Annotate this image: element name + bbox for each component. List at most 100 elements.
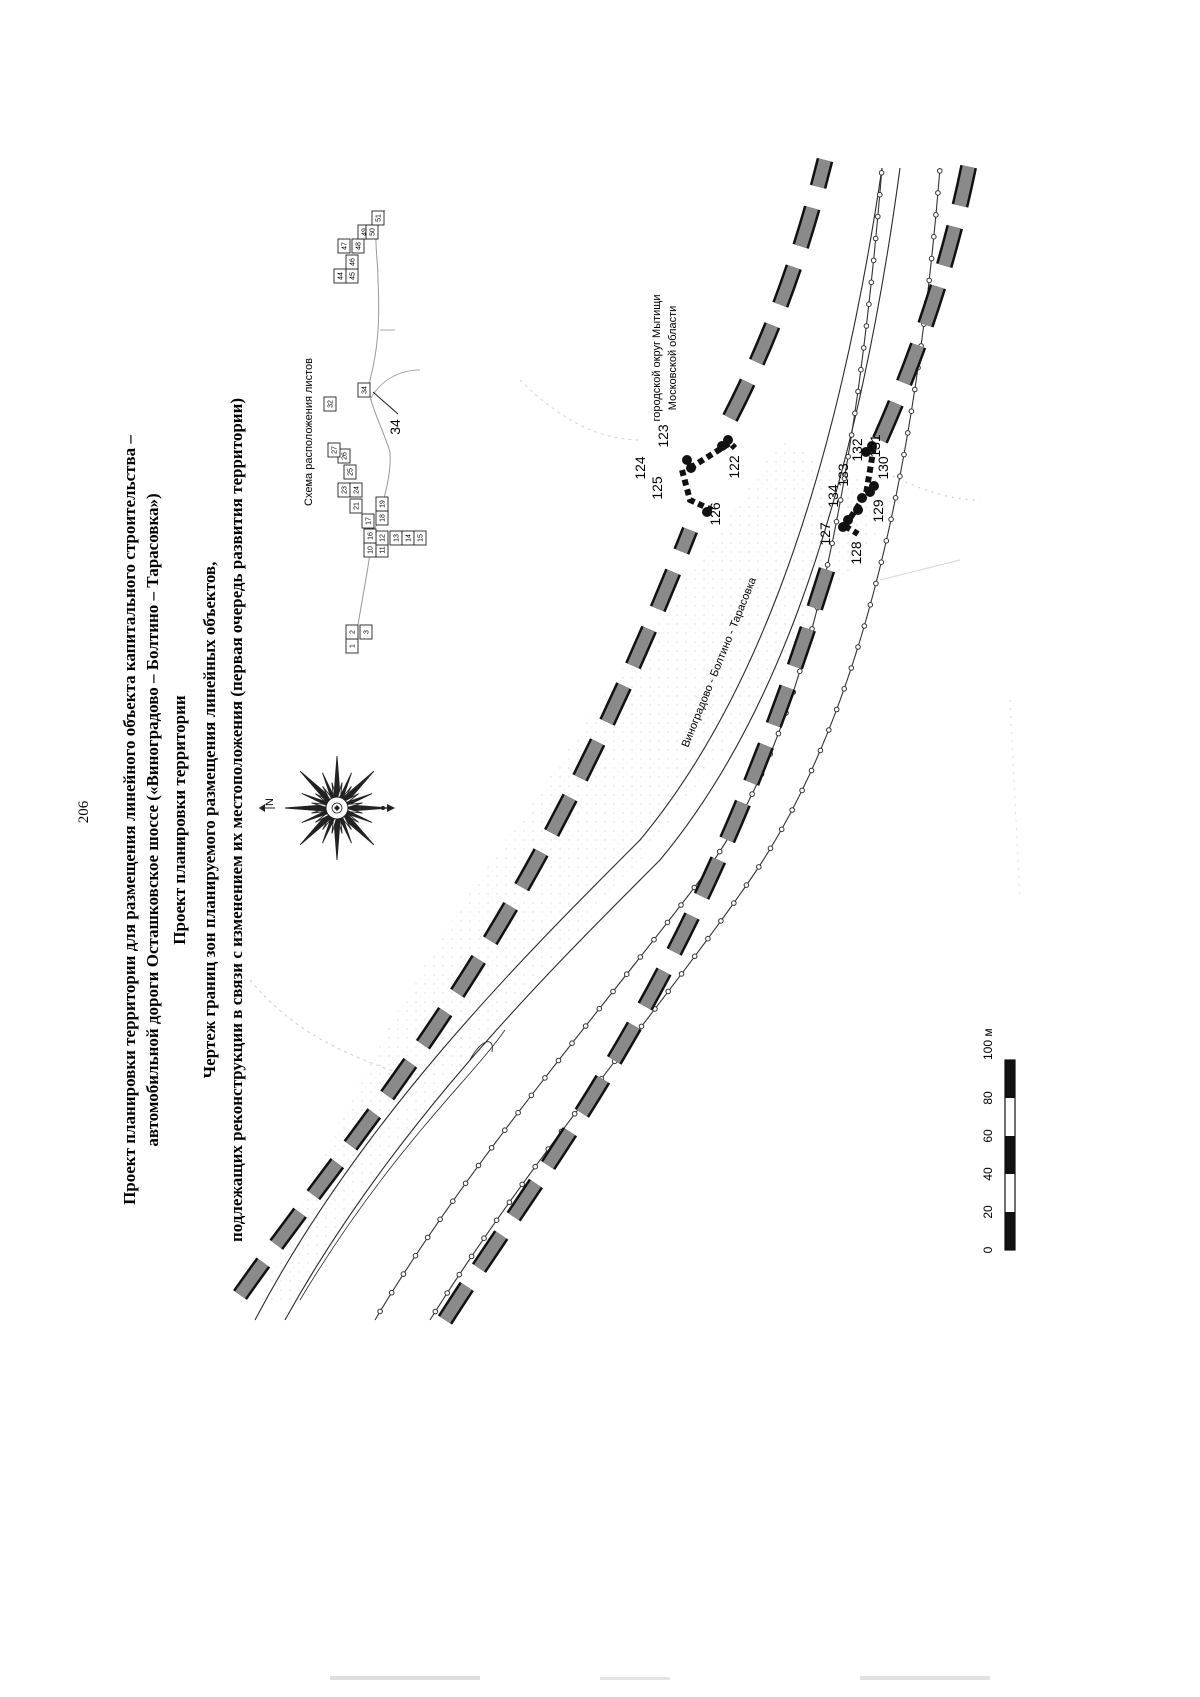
inset-sheet-16: 16 (363, 528, 377, 544)
line-marker-dot (935, 190, 941, 196)
line-marker-dot (905, 430, 911, 436)
point-label-123: 123 (655, 424, 671, 448)
line-marker-dot (845, 453, 851, 460)
district-label-line-2: Московской области (667, 306, 679, 411)
inset-sheet-23: 23 (337, 482, 351, 498)
zone-boundary-east (437, 158, 979, 1325)
inset-sheet-label: 1 (350, 644, 357, 648)
line-marker-dot (867, 602, 874, 608)
point-label-132: 132 (849, 438, 865, 462)
line-marker-dot (848, 432, 855, 438)
line-marker-dot (571, 1111, 578, 1117)
scale-tick-label: 80 (981, 1091, 995, 1105)
scale-tick-label: 20 (981, 1205, 995, 1219)
point-label-129: 129 (870, 499, 886, 523)
inset-sheet-24: 24 (349, 482, 363, 498)
north-label: N (264, 798, 276, 806)
line-marker-dot (872, 235, 879, 242)
point-marker (702, 507, 712, 517)
line-marker-dot (678, 971, 685, 977)
point-marker (723, 435, 733, 445)
line-marker-dot (610, 988, 616, 995)
point-markers (682, 435, 879, 532)
line-marker-dot (502, 1127, 508, 1133)
inset-sheet-label: 10 (368, 546, 375, 554)
inset-sheet-label: 19 (380, 500, 387, 508)
point-label-133: 133 (835, 463, 851, 487)
inset-sheet-label: 17 (366, 517, 373, 525)
inset-sheet-47: 47 (337, 238, 351, 254)
line-marker-dot (855, 388, 861, 395)
inset-sheet-label: 23 (342, 486, 349, 494)
inset-sheet-10: 10 (363, 542, 377, 558)
inset-sheet-51: 51 (371, 210, 385, 226)
inset-sheet-label: 14 (406, 534, 413, 542)
inset-sheet-label: 44 (338, 272, 345, 280)
line-marker-dot (444, 1290, 451, 1296)
line-marker-dot (481, 1235, 487, 1241)
point-label-131: 131 (867, 434, 883, 458)
line-marker-dot (858, 366, 864, 373)
line-marker-dot (582, 1023, 589, 1029)
line-marker-dot (664, 919, 671, 926)
point-label-130: 130 (875, 456, 891, 480)
line-marker-dot (767, 845, 774, 852)
line-marker-dot (756, 864, 762, 870)
line-marker-dot (933, 212, 939, 218)
inset-sheet-label: 11 (380, 546, 387, 553)
line-marker-dot (596, 1005, 603, 1012)
point-label-125: 125 (649, 476, 665, 500)
line-marker-dot (731, 900, 737, 906)
inset-title: Схема расположения листов (303, 358, 315, 506)
line-marker-dot (424, 1234, 431, 1241)
line-marker-dot (638, 1023, 645, 1030)
title-line-4: Чертеж границ зон планируемого размещени… (200, 562, 219, 1079)
inset-sheet-label: 21 (354, 502, 361, 510)
point-label-127: 127 (817, 522, 833, 546)
inset-sheet-48: 48 (351, 238, 365, 254)
line-marker-dot (908, 408, 915, 415)
line-marker-dot (928, 255, 935, 262)
line-marker-dot (718, 918, 724, 924)
title-line-3: Проект планировки территории (170, 695, 189, 945)
inset-sheet-label: 48 (356, 242, 363, 250)
line-marker-dot (743, 882, 750, 888)
line-marker-dot (749, 791, 755, 797)
road-edges (254, 167, 901, 1321)
line-marker-dot (468, 1253, 475, 1260)
inset-sheet-label: 26 (342, 452, 349, 460)
line-marker-dot (799, 787, 805, 794)
line-marker-dot (515, 1109, 521, 1116)
title-line-5: подлежащих реконструкции в связи с измен… (227, 398, 246, 1242)
line-marker-dot (848, 665, 855, 671)
inset-sheet-label: 47 (342, 242, 349, 250)
line-marker-dot (456, 1271, 463, 1278)
line-marker-dot (866, 301, 872, 308)
line-marker-dot (837, 497, 844, 503)
line-marker-dot (388, 1289, 395, 1296)
line-marker-dot (877, 191, 883, 198)
line-marker-dot (826, 727, 832, 733)
line-marker-dot (926, 277, 933, 284)
line-marker-dot (555, 1057, 562, 1064)
point-marker (686, 463, 696, 473)
line-marker-dot (873, 580, 879, 587)
line-marker-dot (493, 1217, 500, 1223)
line-marker-dot (678, 902, 684, 908)
line-marker-dot (488, 1145, 495, 1151)
line-marker-dot (855, 644, 861, 650)
line-marker-dot (691, 953, 698, 960)
inset-sheet-label: 2 (350, 630, 357, 634)
point-marker (843, 515, 853, 525)
line-marker-dot (519, 1181, 526, 1188)
line-marker-dot (475, 1162, 482, 1169)
point-marker (853, 505, 863, 515)
line-marker-dot (860, 345, 867, 351)
line-marker-dot (892, 495, 899, 501)
line-marker-dot (651, 936, 657, 943)
inset-sheet-label: 15 (418, 534, 425, 542)
inset-sheet-1: 1 (345, 638, 359, 654)
inset-sheet-label: 51 (376, 214, 383, 222)
inset-sheet-label: 45 (350, 272, 357, 280)
